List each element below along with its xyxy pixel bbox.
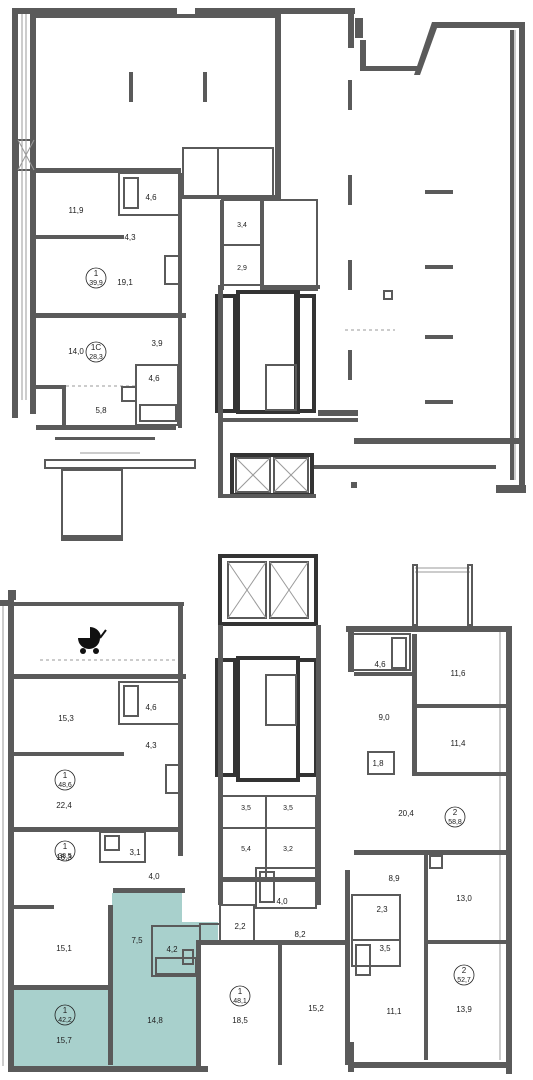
room-label: 2,2 bbox=[234, 922, 246, 931]
room-label: 4,0 bbox=[148, 872, 160, 881]
apartment-badge[interactable]: 2 58,8 bbox=[444, 806, 466, 828]
room-label: 8,2 bbox=[294, 930, 306, 939]
apartment-badges: 1 39,9 1С 28,3 1 48,6 1 38,5 1 42,2 1 48… bbox=[54, 267, 475, 1026]
room-label: 5,4 bbox=[241, 846, 251, 853]
svg-text:1: 1 bbox=[94, 269, 99, 278]
room-label: 11,9 bbox=[69, 206, 85, 215]
room-label: 15,3 bbox=[58, 714, 74, 723]
apartment-badge[interactable]: 1 42,2 bbox=[54, 1004, 76, 1026]
apartment-badge[interactable]: 1 38,5 bbox=[54, 840, 76, 862]
room-label: 4,6 bbox=[374, 660, 386, 669]
room-label: 11,1 bbox=[387, 1007, 403, 1016]
room-label: 4,3 bbox=[124, 233, 136, 242]
svg-text:2: 2 bbox=[453, 808, 458, 817]
lower-building bbox=[0, 554, 512, 1074]
room-label: 7,5 bbox=[131, 936, 143, 945]
apartment-badge[interactable]: 1 48,6 bbox=[54, 769, 76, 791]
svg-text:1: 1 bbox=[238, 987, 243, 996]
room-label: 3,9 bbox=[151, 339, 163, 348]
stroller-icon bbox=[78, 627, 107, 654]
room-label: 8,9 bbox=[388, 874, 400, 883]
room-label: 3,5 bbox=[283, 805, 293, 812]
room-label: 2,9 bbox=[237, 265, 247, 272]
room-label: 13,0 bbox=[456, 894, 472, 903]
room-labels: 11,9 4,6 4,3 19,1 14,0 3,9 4,6 5,8 3,4 2… bbox=[56, 193, 472, 1045]
svg-text:42,2: 42,2 bbox=[58, 1017, 72, 1024]
upper-building bbox=[8, 8, 526, 600]
room-label: 16,3 bbox=[56, 853, 72, 862]
apartment-badge[interactable]: 1С 28,3 bbox=[85, 341, 107, 363]
svg-text:48,6: 48,6 bbox=[58, 782, 72, 789]
room-label: 9,0 bbox=[378, 713, 390, 722]
room-label: 15,7 bbox=[56, 1036, 72, 1045]
room-label: 4,6 bbox=[145, 193, 157, 202]
room-label: 14,8 bbox=[147, 1016, 163, 1025]
apartment-badge[interactable]: 2 52,7 bbox=[453, 964, 475, 986]
room-label: 18,5 bbox=[232, 1016, 248, 1025]
room-label: 13,9 bbox=[456, 1005, 472, 1014]
apartment-badge[interactable]: 1 48,1 bbox=[229, 985, 251, 1007]
room-label: 15,2 bbox=[308, 1004, 324, 1013]
room-label: 4,3 bbox=[145, 741, 157, 750]
room-label: 5,8 bbox=[95, 406, 107, 415]
svg-text:28,3: 28,3 bbox=[89, 354, 103, 361]
room-label: 4,6 bbox=[145, 703, 157, 712]
room-label: 3,5 bbox=[379, 944, 391, 953]
room-label: 3,4 bbox=[237, 222, 247, 229]
room-label: 3,5 bbox=[241, 805, 251, 812]
svg-text:1С: 1С bbox=[91, 343, 101, 352]
room-label: 4,2 bbox=[166, 945, 178, 954]
highlighted-apartment[interactable] bbox=[14, 893, 218, 1066]
room-label: 11,4 bbox=[451, 739, 467, 748]
svg-text:52,7: 52,7 bbox=[457, 977, 471, 984]
svg-text:1: 1 bbox=[63, 1006, 68, 1015]
room-label: 3,2 bbox=[283, 846, 293, 853]
svg-text:1: 1 bbox=[63, 771, 68, 780]
room-label: 20,4 bbox=[398, 809, 414, 818]
svg-text:38,5: 38,5 bbox=[58, 853, 72, 860]
room-label: 15,1 bbox=[56, 944, 72, 953]
room-label: 22,4 bbox=[56, 801, 72, 810]
room-label: 3,1 bbox=[129, 848, 141, 857]
room-label: 19,1 bbox=[117, 278, 133, 287]
room-label: 4,0 bbox=[276, 897, 288, 906]
svg-text:1: 1 bbox=[63, 842, 68, 851]
svg-text:2: 2 bbox=[462, 966, 467, 975]
svg-text:39,9: 39,9 bbox=[89, 280, 103, 287]
room-label: 11,6 bbox=[451, 669, 467, 678]
room-label: 1,8 bbox=[372, 759, 384, 768]
room-label: 4,6 bbox=[148, 374, 160, 383]
apartment-badge[interactable]: 1 39,9 bbox=[85, 267, 107, 289]
svg-text:48,1: 48,1 bbox=[233, 998, 247, 1005]
svg-text:58,8: 58,8 bbox=[448, 819, 462, 826]
room-label: 14,0 bbox=[68, 347, 84, 356]
room-label: 2,3 bbox=[376, 905, 388, 914]
